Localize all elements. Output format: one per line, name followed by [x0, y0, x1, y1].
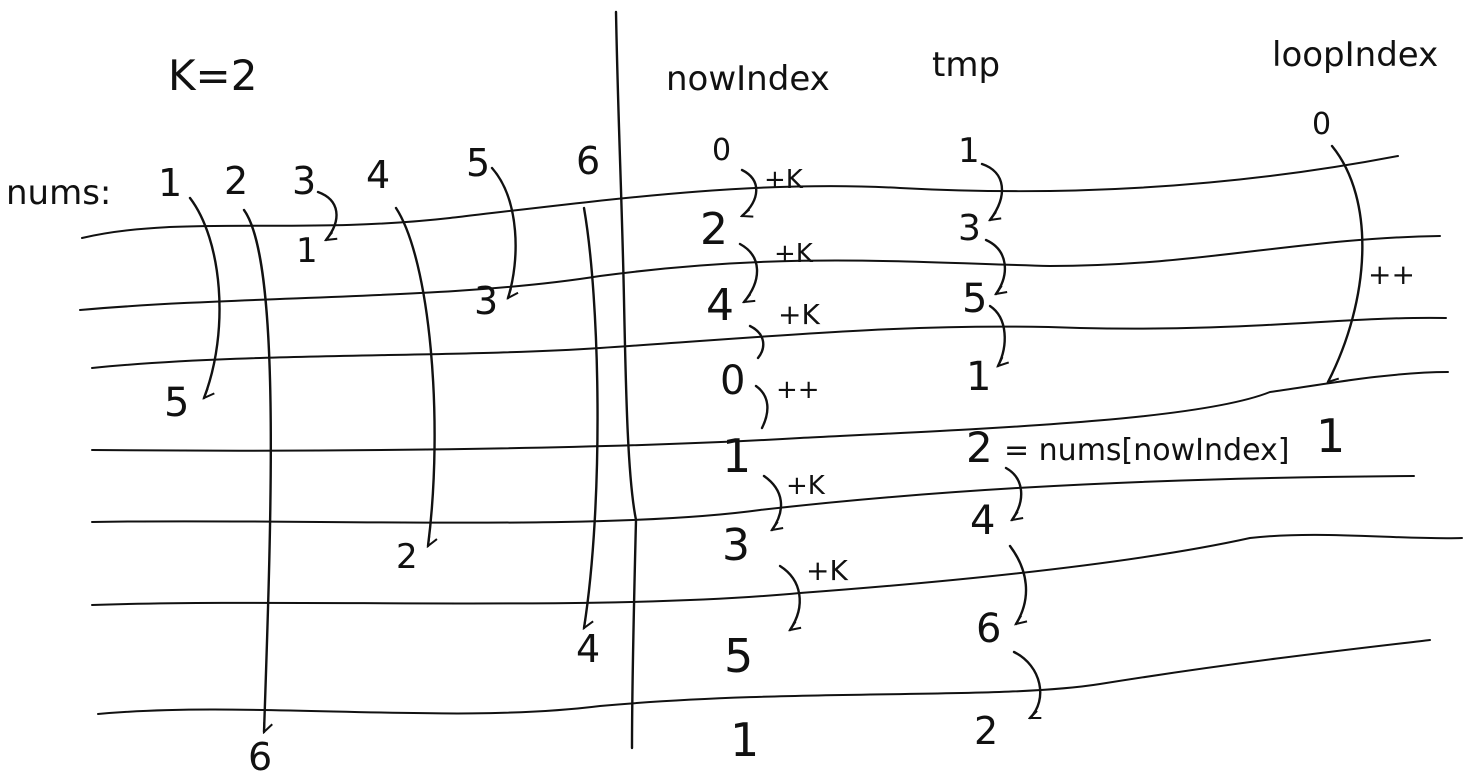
nowindex-value: 1 — [730, 713, 759, 767]
step-label: ++ — [776, 375, 820, 405]
tmp-arrow — [1008, 544, 1026, 624]
nowindex-value: 5 — [724, 629, 753, 683]
nowindex-value: 3 — [722, 520, 750, 571]
tmp-arrow — [1004, 466, 1021, 520]
tmp-column: 1 3 5 1 2 4 6 2 = nums[nowIndex] — [958, 131, 1289, 753]
nums-row: 1 2 3 4 5 6 — [158, 139, 600, 205]
nowindex-value: 4 — [706, 280, 734, 331]
k-label-text: K=2 — [168, 51, 257, 100]
tmp-arrow — [1012, 650, 1042, 720]
moved-value: 4 — [576, 627, 600, 671]
tmp-arrow — [984, 238, 1005, 294]
move-arrow — [490, 166, 516, 298]
move-arrow — [584, 206, 599, 628]
moved-value: 3 — [474, 279, 498, 323]
tmp-value: 4 — [970, 498, 995, 544]
step-arrow — [742, 168, 758, 216]
ruled-line — [97, 639, 1431, 715]
loopindex-column: 0 1 ++ — [1312, 107, 1415, 463]
nowindex-column: 0 2 4 0 1 3 5 1 — [700, 133, 759, 767]
nums-value: 1 — [158, 161, 182, 205]
nowindex-arrows — [738, 168, 800, 630]
tmp-value: 2 — [966, 423, 993, 472]
ruled-line — [91, 316, 1447, 369]
step-arrow — [754, 384, 769, 430]
ruled-line — [91, 371, 1449, 452]
nums-arrows — [188, 166, 599, 732]
nums-value: 2 — [224, 159, 248, 203]
step-label: +K — [806, 554, 848, 587]
step-arrow — [748, 324, 765, 360]
nums-value: 4 — [366, 153, 390, 197]
k-label: K=2 — [168, 51, 257, 100]
moved-value: 2 — [396, 537, 418, 577]
tmp-value: 5 — [962, 276, 987, 322]
move-arrow — [316, 190, 338, 240]
loopindex-value: 0 — [1312, 107, 1331, 142]
step-arrow — [738, 242, 759, 302]
move-arrow — [242, 208, 271, 732]
tmp-note: = nums[nowIndex] — [1004, 433, 1289, 468]
ruled-line — [91, 475, 1415, 524]
tmp-arrows — [980, 162, 1042, 720]
step-arrow — [762, 474, 781, 530]
tmp-arrow — [988, 304, 1005, 366]
tmp-arrow — [980, 162, 1004, 220]
tmp-value: 6 — [976, 606, 1001, 652]
moved-value: 6 — [248, 735, 272, 778]
tmp-value: 3 — [958, 208, 981, 249]
ruled-line — [81, 155, 1399, 239]
ruled-line — [79, 235, 1441, 311]
nowindex-steps: +K +K +K ++ +K +K — [764, 165, 848, 587]
moved-value: 5 — [164, 380, 189, 426]
tmp-value: 2 — [974, 709, 998, 753]
moved-values: 1 3 5 2 4 6 — [164, 231, 600, 778]
move-arrow — [188, 196, 221, 398]
moved-value: 1 — [296, 231, 318, 271]
header-tmp: tmp — [932, 45, 1000, 85]
step-label: +K — [774, 239, 814, 269]
nowindex-value: 0 — [720, 358, 745, 404]
nums-value: 6 — [576, 139, 600, 183]
loopindex-arrow — [1328, 144, 1364, 382]
ruled-lines — [79, 155, 1463, 715]
column-divider — [614, 10, 638, 750]
step-arrow — [778, 564, 800, 630]
tmp-value: 1 — [958, 131, 980, 171]
nums-label: nums: — [6, 173, 111, 213]
header-nowindex: nowIndex — [666, 59, 830, 99]
step-label: +K — [764, 165, 804, 195]
nowindex-value: 0 — [712, 133, 731, 168]
loopindex-step: ++ — [1368, 258, 1415, 291]
nowindex-value: 2 — [700, 204, 728, 255]
step-label: +K — [778, 298, 820, 331]
move-arrow — [394, 206, 435, 546]
header-loopindex: loopIndex — [1272, 35, 1438, 75]
nowindex-value: 1 — [722, 429, 751, 483]
step-label: +K — [786, 471, 826, 501]
tmp-value: 1 — [966, 354, 991, 400]
nums-value: 3 — [292, 159, 316, 203]
ruled-line — [91, 533, 1463, 606]
nums-value: 5 — [466, 141, 490, 185]
loopindex-value: 1 — [1316, 409, 1345, 463]
